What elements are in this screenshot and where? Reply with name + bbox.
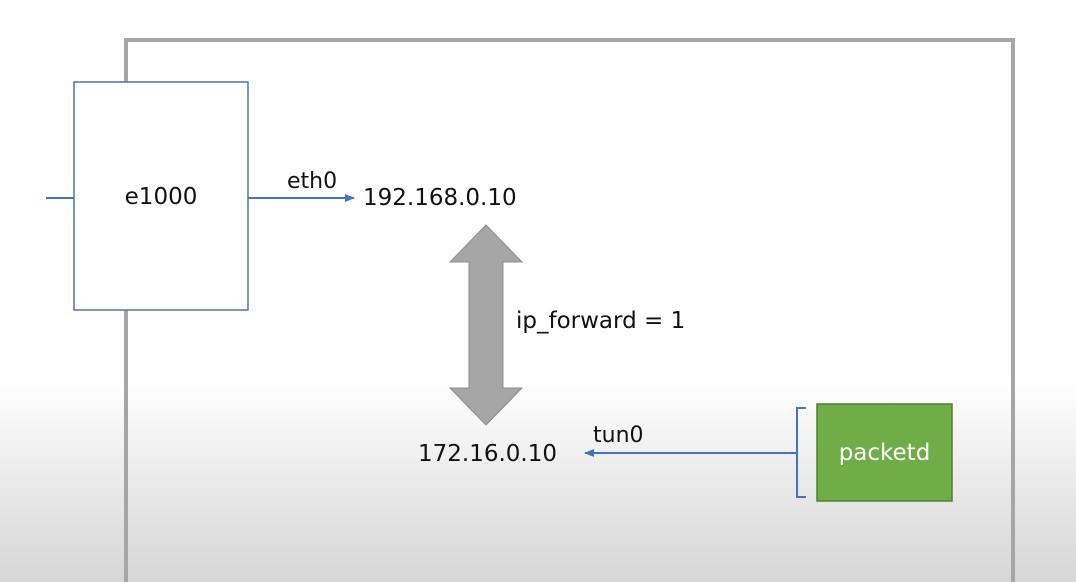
packetd-bracket (796, 407, 806, 498)
e1000-label: e1000 (124, 184, 198, 210)
packetd-label: packetd (838, 440, 931, 466)
eth0-ip-label: 192.168.0.10 (363, 185, 517, 211)
ip-forward-double-arrow (448, 224, 524, 426)
eth0-label: eth0 (287, 169, 338, 194)
ip-forward-label: ip_forward = 1 (516, 308, 686, 334)
tun0-ip-label: 172.16.0.10 (418, 441, 557, 467)
e1000-box (73, 81, 249, 311)
tun0-label: tun0 (593, 423, 644, 448)
packetd-box (816, 403, 953, 502)
host-frame (124, 38, 1015, 582)
